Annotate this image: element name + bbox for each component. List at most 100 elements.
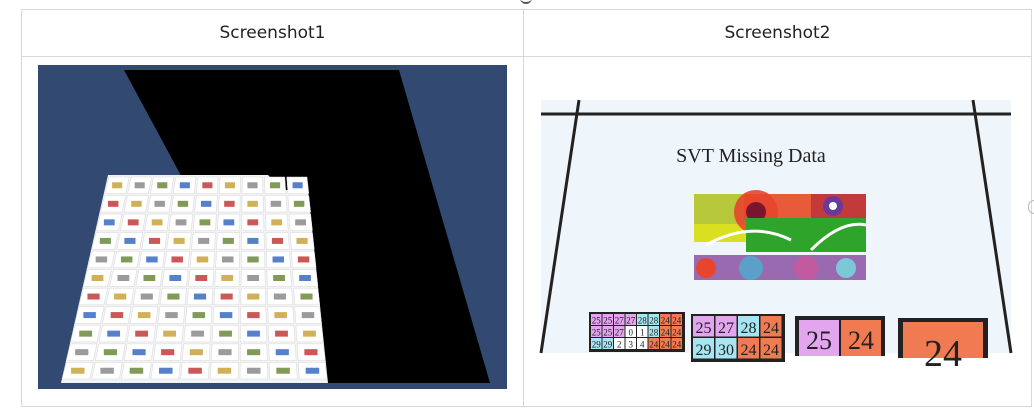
header-screenshot2: Screenshot2 bbox=[523, 9, 1032, 57]
panel-a-cell bbox=[671, 314, 682, 325]
slide-thumbnail-graphic bbox=[247, 200, 258, 207]
slide-thumbnail-graphic bbox=[247, 219, 259, 226]
slide-thumbnail-graphic bbox=[275, 330, 288, 337]
slide-thumbnail-graphic bbox=[117, 275, 130, 281]
slide-thumbnail-graphic bbox=[301, 312, 315, 319]
slide-thumbnail-graphic bbox=[274, 312, 287, 319]
slide-thumbnail-graphic bbox=[103, 219, 115, 226]
panel-a-cell bbox=[614, 338, 625, 349]
panel-a-cell bbox=[591, 338, 602, 349]
slide-thumbnail-graphic bbox=[120, 256, 133, 263]
slide-thumbnail-graphic bbox=[177, 200, 189, 207]
slide-thumbnail-graphic bbox=[220, 293, 233, 300]
panel-b-cell bbox=[760, 316, 782, 337]
slide-thumbnail-graphic bbox=[272, 256, 285, 263]
slide-thumbnail-graphic bbox=[196, 256, 209, 263]
panel-a-cell bbox=[602, 314, 613, 325]
panel-a-cell-label: 28 bbox=[649, 328, 659, 338]
panel-b-cell-label: 27 bbox=[718, 320, 734, 337]
slide-thumbnail-graphic bbox=[218, 349, 232, 356]
panel-a-cell-label: 25 bbox=[603, 316, 613, 326]
page-edge-fragment bbox=[508, 0, 548, 6]
panel-a-cell bbox=[591, 314, 602, 325]
panel-a-cell-label: 0 bbox=[629, 328, 634, 338]
slide-thumbnail-graphic bbox=[247, 275, 260, 281]
panel-a-cell-label: 27 bbox=[615, 328, 625, 338]
panel-a-cell-label: 28 bbox=[649, 316, 659, 326]
slide-thumbnail-graphic bbox=[292, 182, 303, 189]
slide-thumbnail-graphic bbox=[137, 312, 151, 319]
screenshot-table: Screenshot1 Screenshot2 bbox=[21, 9, 1032, 407]
panel-a-cell bbox=[660, 326, 671, 337]
slide-thumbnail-graphic bbox=[114, 293, 127, 300]
slide-thumbnail-graphic bbox=[175, 219, 187, 226]
slide-thumbnail-graphic bbox=[222, 256, 234, 263]
slide-thumbnail-graphic bbox=[191, 330, 204, 337]
panel-a-cell bbox=[637, 326, 648, 337]
panel-a-cell-label: 24 bbox=[649, 340, 659, 350]
panel-a-cell bbox=[602, 326, 613, 337]
panel-c-cell: 25 bbox=[806, 326, 832, 355]
panel-b-cell-label: 24 bbox=[763, 320, 779, 337]
slide-thumbnail-graphic bbox=[146, 256, 158, 263]
panel-a-cell bbox=[637, 338, 648, 349]
slide-thumbnail-graphic bbox=[91, 275, 104, 281]
panel-a-cell bbox=[625, 326, 636, 337]
slide-wall bbox=[61, 175, 328, 383]
slide-thumbnail-graphic bbox=[247, 330, 260, 337]
missing-data-panel-d: 24 bbox=[898, 318, 988, 375]
slide-thumbnail-graphic bbox=[296, 237, 308, 244]
slide-thumbnail-graphic bbox=[188, 367, 202, 374]
slide-thumbnail-graphic bbox=[110, 312, 124, 319]
frame-left-line bbox=[539, 99, 581, 354]
panel-a-cell bbox=[660, 314, 671, 325]
slide-thumbnail-graphic bbox=[223, 219, 235, 226]
table-header-row: Screenshot1 Screenshot2 bbox=[21, 9, 1032, 57]
slide-thumbnail-grid bbox=[61, 176, 328, 380]
slide-thumbnail-graphic bbox=[271, 237, 284, 244]
slide-thumbnail-graphic bbox=[299, 275, 311, 281]
panel-a-cell bbox=[648, 314, 659, 325]
slide-thumbnail-graphic bbox=[127, 219, 139, 226]
slide-thumbnail-graphic bbox=[131, 200, 142, 207]
slide-thumbnail-graphic bbox=[200, 200, 212, 207]
panel-d-cell: 24 bbox=[924, 333, 962, 375]
slide-thumbnail-graphic bbox=[293, 200, 305, 207]
slide-thumbnail-graphic bbox=[107, 330, 121, 337]
slide-thumbnail-graphic bbox=[247, 312, 260, 319]
slide-thumbnail-graphic bbox=[303, 330, 316, 337]
slide-thumbnail-graphic bbox=[270, 200, 282, 207]
slide-thumbnail-graphic bbox=[171, 256, 183, 263]
missing-data-panel-c: 25 24 bbox=[795, 316, 885, 356]
screenshot2-render: SVT Missing Data bbox=[539, 99, 1013, 375]
slide-thumbnail-graphic bbox=[129, 367, 144, 374]
slide-thumbnail-graphic bbox=[161, 349, 175, 356]
header-screenshot1: Screenshot1 bbox=[21, 9, 524, 57]
slide-thumbnail-graphic bbox=[195, 275, 208, 281]
slide-thumbnail-graphic bbox=[87, 293, 100, 300]
panel-a-cell-label: 24 bbox=[661, 316, 671, 326]
slide-thumbnail-graphic bbox=[157, 182, 168, 189]
slide-thumbnail-graphic bbox=[224, 200, 235, 207]
panel-a-cell bbox=[625, 338, 636, 349]
panel-a-cell bbox=[614, 314, 625, 325]
panel-a-cell bbox=[648, 338, 659, 349]
slide-thumbnail-graphic bbox=[247, 293, 260, 300]
slide-thumbnail-graphic bbox=[71, 367, 85, 374]
slide-thumbnail-graphic bbox=[189, 349, 203, 356]
slide-thumbnail-graphic bbox=[219, 312, 233, 319]
screenshot1-render bbox=[61, 70, 490, 383]
slide-thumbnail-graphic bbox=[124, 237, 136, 244]
panel-a-cell-label: 24 bbox=[672, 316, 682, 326]
panel-a-cell-label: 1 bbox=[640, 328, 645, 338]
slide-thumbnail-graphic bbox=[112, 182, 123, 189]
slide-thumbnail-graphic bbox=[219, 330, 232, 337]
slide-thumbnail-graphic bbox=[221, 275, 234, 281]
panel-b-cell bbox=[715, 338, 737, 359]
table-row: SVT Missing Data bbox=[21, 56, 1032, 407]
panel-a-cell-label: 4 bbox=[640, 340, 645, 350]
slide-thumbnail-graphic bbox=[222, 237, 234, 244]
slide-thumbnail-graphic bbox=[247, 237, 259, 244]
slide-thumbnail-graphic bbox=[305, 367, 320, 374]
panel-a-cell-label: 29 bbox=[603, 340, 613, 350]
